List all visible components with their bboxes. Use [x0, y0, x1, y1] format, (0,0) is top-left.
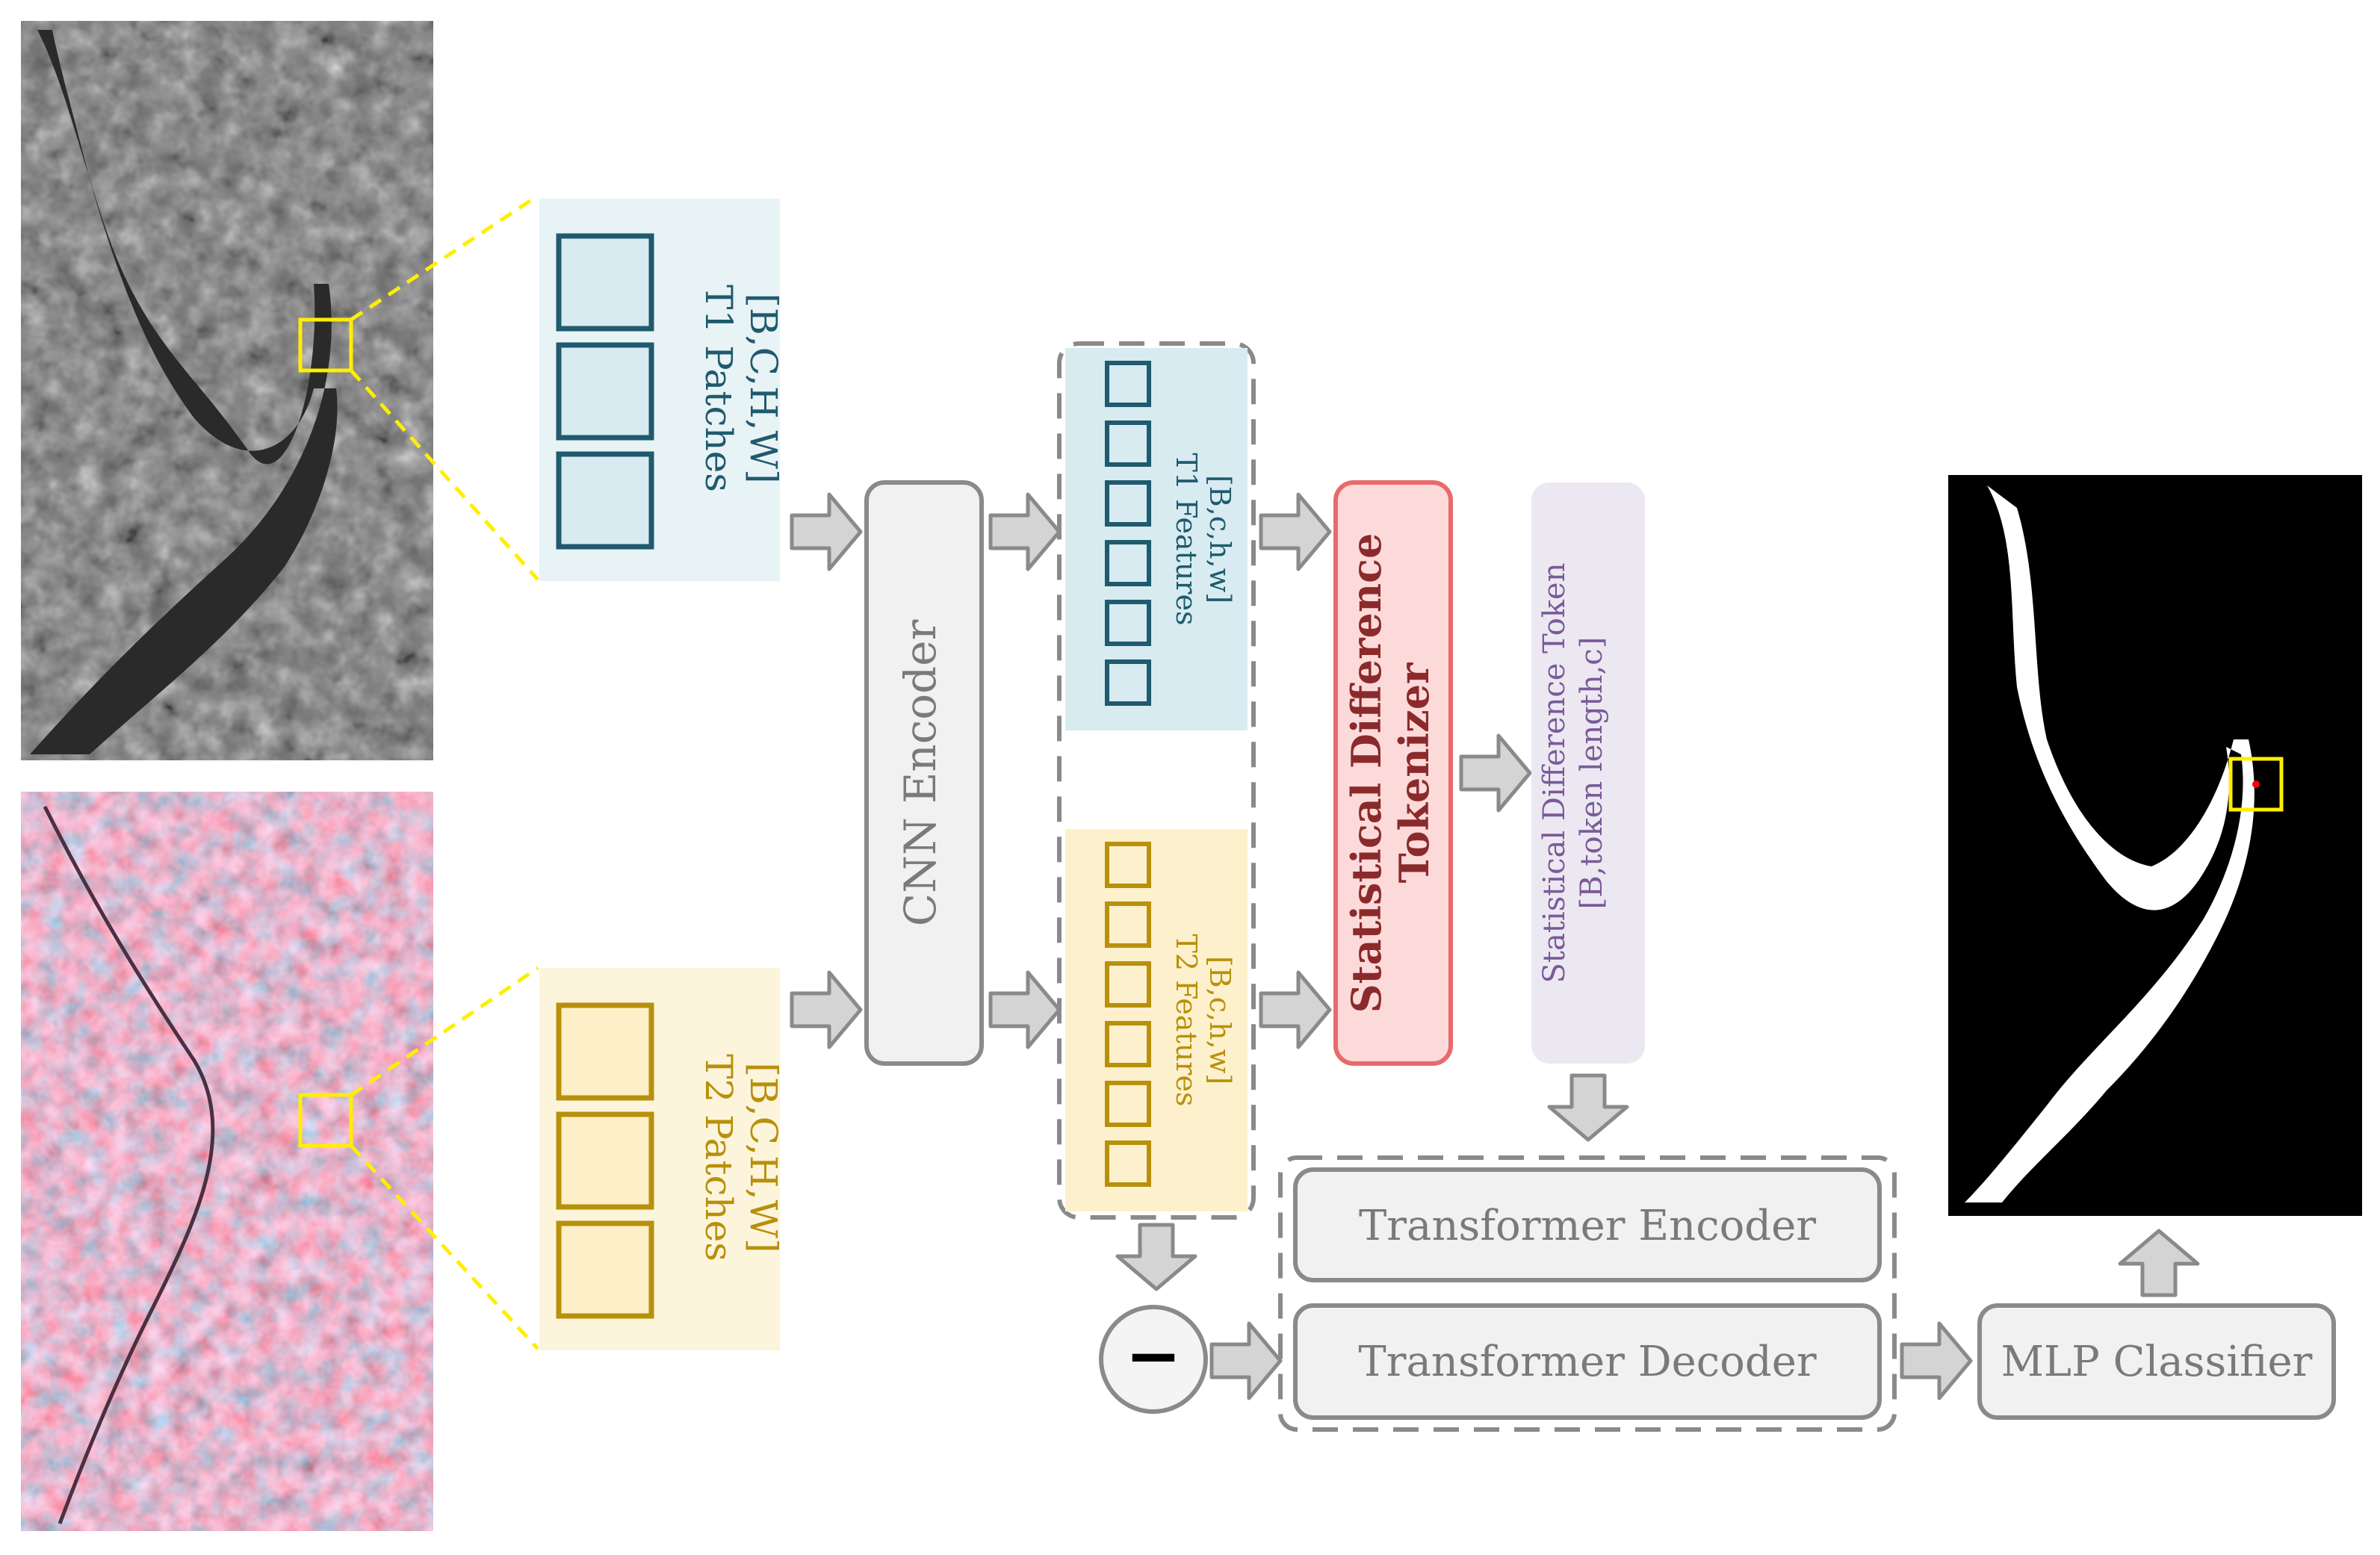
- arrow-t1-features-to-tokenizer: [1261, 494, 1330, 569]
- tokenizer-label-line2: Tokenizer: [1390, 662, 1438, 884]
- t1-patches-panel: T1 Patches [B,C,H,W]: [539, 199, 785, 581]
- arrow-token-to-transformer: [1549, 1076, 1627, 1140]
- t1-patch: [556, 451, 654, 550]
- mlp-classifier-block: MLP Classifier: [1977, 1303, 2336, 1420]
- zoom-lines: [350, 193, 539, 1350]
- output-change-pixel: [2252, 780, 2260, 788]
- arrow-mlp-to-output: [2120, 1231, 2198, 1295]
- cnn-encoder-label: CNN Encoder: [895, 619, 946, 926]
- t1-features-panel: [1065, 348, 1248, 730]
- arrow-t1-to-cnn: [792, 494, 861, 569]
- t2-patch: [556, 1002, 654, 1101]
- t2-patches-panel: T2 Patches [B,C,H,W]: [539, 968, 785, 1350]
- arrow-decoder-to-mlp: [1902, 1323, 1971, 1398]
- t1-patches-shape: [B,C,H,W]: [742, 294, 785, 484]
- output-highlight-box: [2228, 757, 2284, 812]
- t2-feature-cells: [1105, 842, 1151, 1187]
- subtract-operator: −: [1099, 1305, 1208, 1414]
- token-block: Statistical Difference Token [B,token le…: [1531, 482, 1645, 1064]
- tokenizer-label-line1: Statistical Difference: [1342, 533, 1390, 1014]
- t1-feature-cells: [1105, 361, 1151, 706]
- t2-features-title: T2 Features: [1170, 934, 1203, 1107]
- subtract-symbol: −: [1125, 1317, 1181, 1395]
- tokenizer-block: Statistical Difference Tokenizer: [1333, 480, 1453, 1066]
- t1-features-title: T1 Features: [1170, 453, 1203, 626]
- output-change-map: [1948, 475, 2362, 1216]
- t2-patches-title: T2 Patches: [697, 1054, 740, 1261]
- arrow-subtract-to-decoder: [1212, 1323, 1280, 1398]
- arrow-tokenizer-to-token: [1461, 736, 1530, 810]
- t1-river: [30, 30, 338, 754]
- t2-satellite-image: [21, 792, 433, 1531]
- t1-highlight-box: [298, 317, 353, 373]
- mlp-classifier-label: MLP Classifier: [2001, 1338, 2313, 1386]
- t2-highlight-box: [298, 1093, 353, 1148]
- t1-patches-title: T1 Patches: [697, 285, 740, 492]
- t1-features-shape: [B,c,h,w]: [1203, 475, 1236, 603]
- change-region: [1965, 485, 2255, 1202]
- token-title: Statistical Difference Token: [1537, 563, 1572, 984]
- transformer-decoder-block: [1293, 1303, 1882, 1420]
- cnn-encoder-block: CNN Encoder: [864, 480, 984, 1066]
- t1-satellite-image: [21, 21, 433, 760]
- arrow-t2-to-cnn: [792, 972, 861, 1047]
- arrow-cnn-to-t1-features: [991, 494, 1059, 569]
- token-shape: [B,token length,c]: [1575, 637, 1609, 910]
- t1-patch: [556, 233, 654, 332]
- t2-river: [43, 805, 215, 1524]
- arrow-t2-features-to-tokenizer: [1261, 972, 1330, 1047]
- t1-patch: [556, 342, 654, 441]
- arrow-cnn-to-t2-features: [991, 972, 1059, 1047]
- transformer-container: Transformer Encoder Transformer Decoder: [1278, 1155, 1897, 1432]
- t2-features-panel: [1065, 829, 1248, 1211]
- transformer-encoder-label: Transformer Encoder: [1359, 1202, 1816, 1250]
- t2-features-shape: [B,c,h,w]: [1203, 956, 1236, 1084]
- t2-patch: [556, 1220, 654, 1319]
- transformer-encoder-block: [1293, 1167, 1882, 1282]
- features-container: T1 Features [B,c,h,w] T2 Features [B,c,h…: [1057, 341, 1256, 1220]
- t2-patch: [556, 1111, 654, 1210]
- arrow-features-to-subtract: [1118, 1225, 1195, 1289]
- t2-patches-shape: [B,C,H,W]: [742, 1063, 785, 1253]
- transformer-decoder-label: Transformer Decoder: [1358, 1338, 1816, 1386]
